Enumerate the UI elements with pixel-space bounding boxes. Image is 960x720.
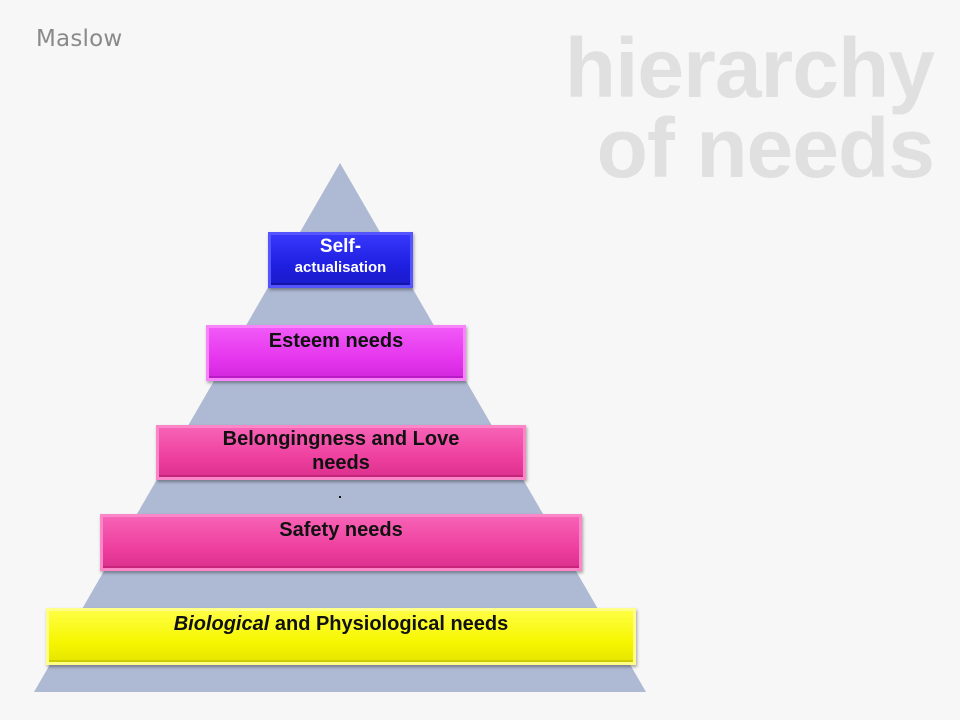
level-esteem: Esteem needs: [206, 325, 466, 381]
level-biological: Biological and Physiological needs: [46, 608, 636, 665]
level-belongingness-label-line-2: needs: [312, 451, 370, 474]
level-self-label-line-2: actualisation: [294, 259, 387, 276]
level-safety-label: Safety needs: [279, 519, 403, 541]
level-esteem-label: Esteem needs: [268, 330, 404, 352]
title-line-1: hierarchy: [564, 21, 935, 115]
level-belongingness-label-line-1: Belongingness and Love: [222, 427, 460, 450]
subtitle: Maslow: [36, 26, 123, 52]
level-self-label-line-1: Self-: [319, 236, 362, 257]
stray-dot: [339, 496, 341, 498]
level-safety: Safety needs: [100, 514, 582, 571]
level-self-actualisation: Self- actualisation: [268, 232, 413, 288]
level-biological-label-rest: and Physiological needs: [269, 613, 509, 635]
page-title: hierarchy of needs: [564, 21, 935, 195]
level-belongingness: Belongingness and Love needs: [156, 425, 526, 480]
level-biological-label-italic: Biological: [173, 613, 270, 635]
title-line-2: of needs: [596, 101, 935, 195]
